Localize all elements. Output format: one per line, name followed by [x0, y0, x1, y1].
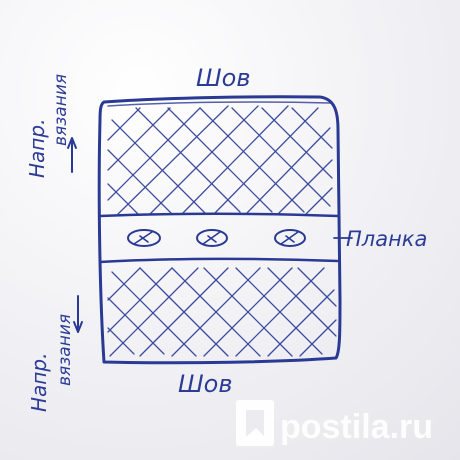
button-circle-icon: [196, 229, 228, 247]
upper-knit-hatching: [107, 105, 333, 215]
button-circle-icon: [127, 229, 161, 247]
button-circle-icon: [274, 229, 306, 247]
upper-direction-word-group: вязания: [51, 74, 71, 146]
upper-direction-annotation: Напр.: [25, 119, 49, 178]
panel-outline: [97, 95, 342, 365]
button-cross-mark: [280, 231, 299, 245]
postila-logo-icon: [236, 400, 274, 446]
button-3: [274, 229, 306, 247]
lower-direction-abbrev: Напр.: [27, 353, 51, 412]
watermark-text: postila.ru: [280, 408, 433, 446]
panel-outline-stroke: [107, 101, 331, 107]
lower-direction-word: вязания: [55, 314, 75, 386]
lower-direction-word-group: вязания: [55, 314, 75, 386]
placket-top-line: [98, 212, 340, 218]
lower-knit-hatching: [107, 267, 337, 357]
upper-direction-word: вязания: [51, 74, 71, 146]
button-cross-mark: [202, 231, 221, 245]
button-cross-mark: [133, 231, 153, 245]
button-2: [196, 229, 228, 247]
placket-label: Планка: [346, 227, 427, 251]
bottom-seam-label: Шов: [178, 370, 233, 398]
placket-bottom-line: [98, 257, 340, 264]
lower-direction-annotation: Напр.: [27, 353, 51, 412]
arrow-down-icon: [73, 295, 83, 333]
postila-watermark: postila.ru: [236, 400, 433, 446]
top-seam-label: Шов: [196, 64, 251, 92]
button-1: [127, 229, 161, 247]
upper-direction-abbrev: Напр.: [25, 119, 49, 178]
arrow-up-icon: [67, 137, 77, 173]
